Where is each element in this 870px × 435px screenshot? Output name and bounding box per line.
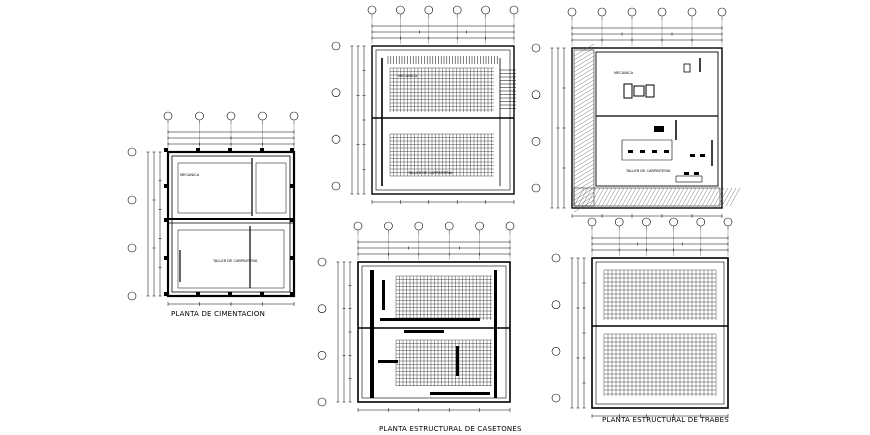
plan-cimentacion: MECANICA TALLER DE CARPINTERIA xyxy=(146,124,296,306)
plan-casetones xyxy=(336,234,511,412)
axis-bubbles xyxy=(127,5,733,407)
room-label-mecanica-3: MECANICA xyxy=(614,71,634,75)
room-label-mecanica-2: MECANICA xyxy=(398,74,418,78)
plan-trabes xyxy=(570,230,729,418)
caption-planta-casetones: PLANTA ESTRUCTURAL DE CASETONES xyxy=(379,425,522,433)
room-label-taller: TALLER DE CARPINTERIA xyxy=(212,259,258,263)
room-label-taller-2: TALLER DE CARPINTERIA xyxy=(407,171,453,175)
caption-planta-trabes: PLANTA ESTRUCTURAL DE TRABES xyxy=(602,416,729,424)
plan-estructural-superior: MECANICA TALLER DE CARPINTERIA xyxy=(350,18,516,204)
room-label-taller-3: TALLER DE CARPINTERIA xyxy=(625,169,671,173)
room-label-mecanica: MECANICA xyxy=(180,173,200,177)
plan-arquitectonica: MECANICA TALLER DE CARPINTERIA xyxy=(550,20,741,218)
caption-planta-cimentacion: PLANTA DE CIMENTACION xyxy=(171,310,265,318)
